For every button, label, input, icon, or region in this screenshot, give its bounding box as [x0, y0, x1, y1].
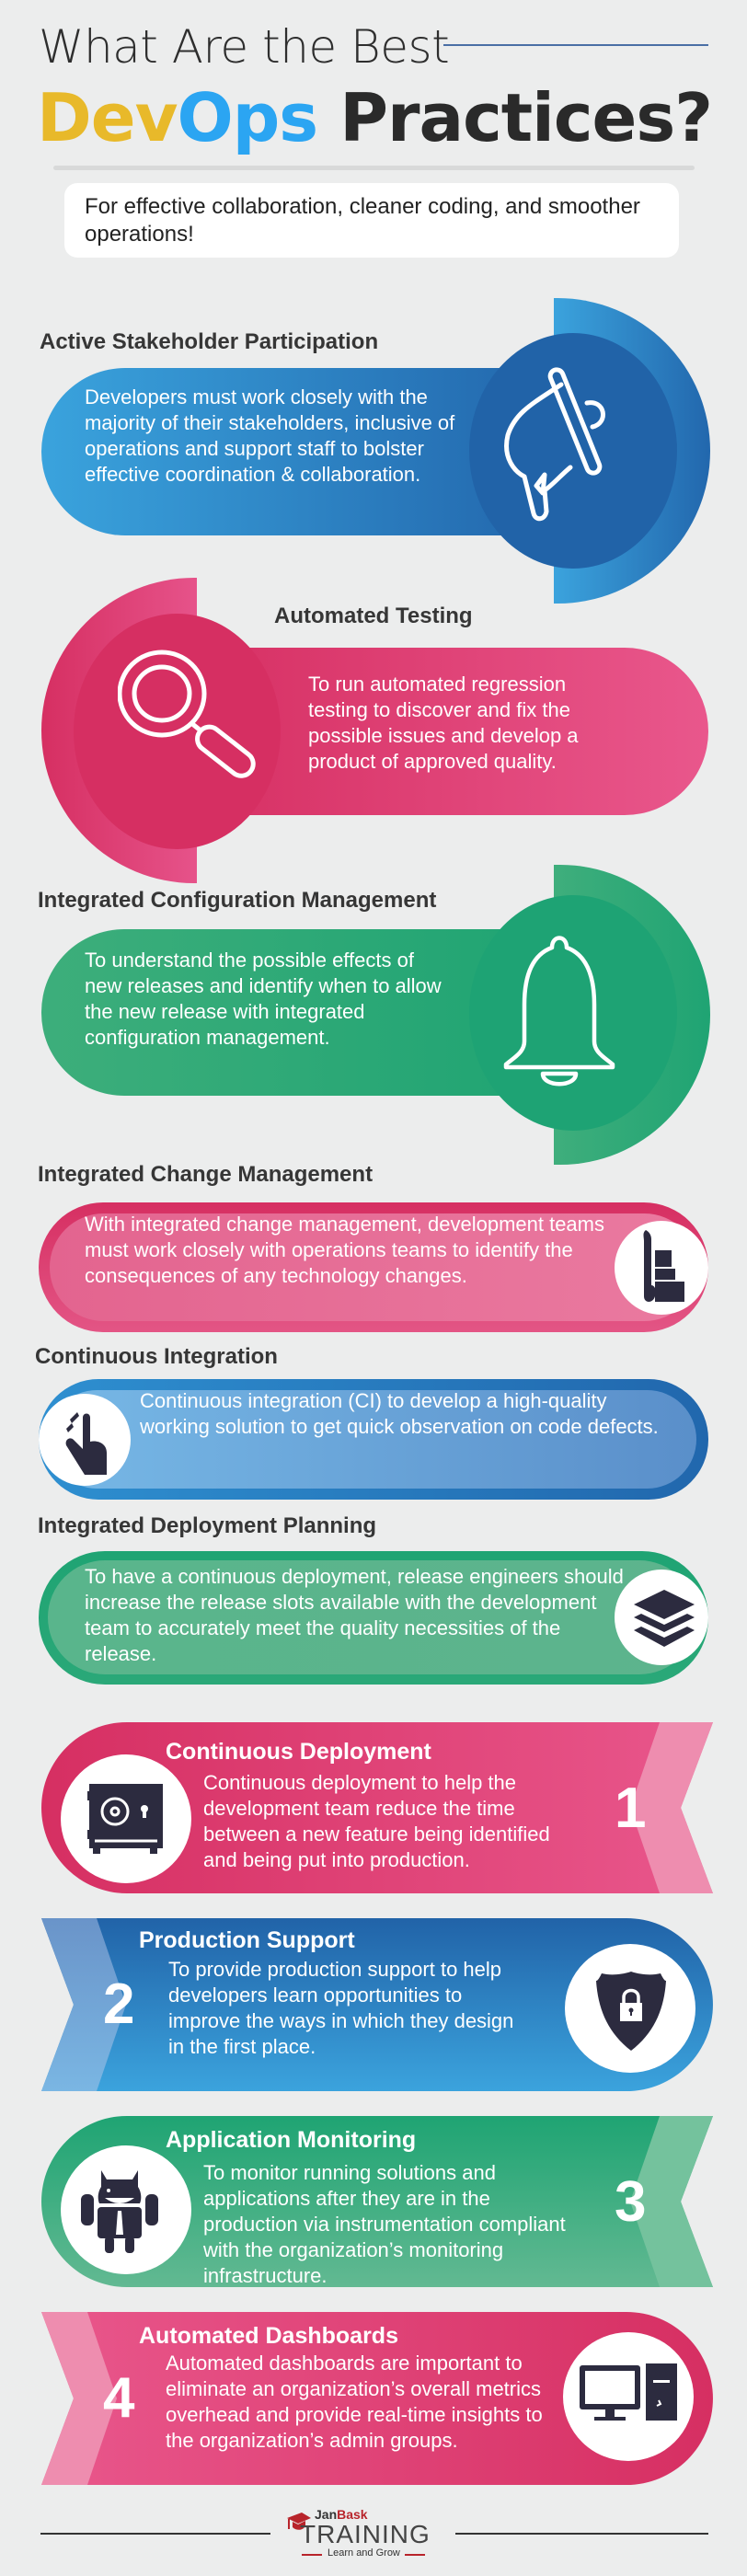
- pill-inner: [48, 1560, 696, 1674]
- practice-active-stakeholder: Active Stakeholder Participation Develop…: [0, 294, 747, 607]
- pinch-gesture-icon: [65, 1412, 107, 1475]
- practice-title: Active Stakeholder Participation: [40, 329, 379, 354]
- desktop-computer-icon: [580, 2363, 677, 2421]
- practice-production-support: 2 Production Support To provide producti…: [0, 1918, 747, 2093]
- practice-text: Continuous deployment to help the develo…: [203, 1771, 550, 1871]
- practice-text: To run automated regression testing to d…: [308, 673, 579, 773]
- step-number: 1: [615, 1777, 647, 1840]
- title-dev: Dev: [37, 79, 178, 156]
- practice-title: Application Monitoring: [166, 2127, 417, 2153]
- subtitle-box: For effective collaboration, cleaner cod…: [64, 183, 679, 258]
- safe-icon: [87, 1784, 163, 1854]
- graduation-cap-icon: [287, 2513, 311, 2530]
- practice-change-management: With integrated change management, devel…: [39, 1202, 708, 1332]
- bell-icon: [503, 936, 615, 1087]
- practice-deployment-planning: To have a continuous deployment, release…: [39, 1551, 708, 1685]
- practice-text: To monitor running solutions and applica…: [203, 2161, 566, 2287]
- practice-title: Integrated Change Management: [38, 1162, 374, 1187]
- hand-truck-icon: [643, 1230, 684, 1302]
- practice-text: Automated dashboards are important to el…: [166, 2352, 543, 2452]
- pill-inner: [48, 1390, 696, 1489]
- practice-title: Continuous Integration: [35, 1344, 278, 1369]
- title-line-1: What Are the Best: [39, 20, 450, 74]
- step-number: 3: [615, 2170, 647, 2234]
- practice-config-management: Integrated Configuration Management To u…: [0, 865, 747, 1168]
- megaphone-icon: [504, 367, 605, 522]
- footer-rule-right: [455, 2533, 708, 2535]
- brand-bask: Bask: [337, 2507, 368, 2522]
- page-title: DevOps Practices?: [37, 79, 713, 156]
- practice-text: To understand the possible effects of ne…: [85, 949, 442, 1049]
- practice-title: Automated Dashboards: [139, 2323, 398, 2349]
- brand-tagline: Learn and Grow: [328, 2547, 400, 2559]
- banner-shape: [41, 1918, 713, 2091]
- tagline-rule-left: [302, 2554, 322, 2556]
- practice-continuous-integration: Continuous integration (CI) to develop a…: [39, 1379, 708, 1500]
- shield-lock-icon: [596, 1972, 666, 2051]
- brand-name: JanBask: [315, 2507, 368, 2522]
- banner-shape: [41, 1722, 713, 1893]
- practice-title: Integrated Deployment Planning: [38, 1513, 377, 1538]
- title-practices: Practices?: [317, 79, 713, 156]
- practice-continuous-deployment: Continuous Deployment Continuous deploym…: [0, 1722, 747, 1897]
- practice-automated-dashboards: 4 Automated Dashboards Automated dashboa…: [0, 2312, 747, 2487]
- practice-text: With integrated change management, devel…: [85, 1213, 604, 1287]
- brand-jan: Jan: [315, 2507, 338, 2522]
- step-number: 2: [103, 1972, 135, 2036]
- banner-shape: [41, 2116, 713, 2287]
- footer-rule-left: [40, 2533, 270, 2535]
- practice-text: To provide production support to help de…: [168, 1958, 514, 2058]
- practice-title: Integrated Configuration Management: [38, 888, 437, 913]
- banner-shape: [41, 2312, 713, 2485]
- practice-automated-testing: Automated Testing To run automated regre…: [0, 578, 747, 891]
- android-icon: [81, 2170, 158, 2253]
- tagline-rule-right: [405, 2554, 425, 2556]
- janbask-logo: JanBask TRAINING Learn and Grow: [283, 2507, 449, 2562]
- practice-text: Developers must work closely with the ma…: [85, 385, 455, 486]
- practice-title: Production Support: [139, 1927, 355, 1953]
- practice-text: Continuous integration (CI) to develop a…: [140, 1389, 659, 1438]
- header-divider: [53, 166, 695, 170]
- magnifier-icon: [118, 650, 256, 778]
- brand-training: TRAINING: [300, 2520, 431, 2548]
- subtitle: For effective collaboration, cleaner cod…: [85, 194, 640, 247]
- practice-application-monitoring: Application Monitoring To monitor runnin…: [0, 2116, 747, 2291]
- practice-title: Automated Testing: [274, 604, 473, 628]
- pill-inner: [50, 1213, 698, 1321]
- icon-circle: [469, 333, 677, 569]
- practice-text: To have a continuous deployment, release…: [85, 1565, 624, 1665]
- title-rule: [443, 44, 708, 46]
- title-ops: Ops: [177, 79, 319, 156]
- practice-title: Continuous Deployment: [166, 1739, 431, 1765]
- icon-circle: [469, 895, 677, 1131]
- layers-icon: [634, 1590, 695, 1647]
- step-number: 4: [103, 2366, 135, 2430]
